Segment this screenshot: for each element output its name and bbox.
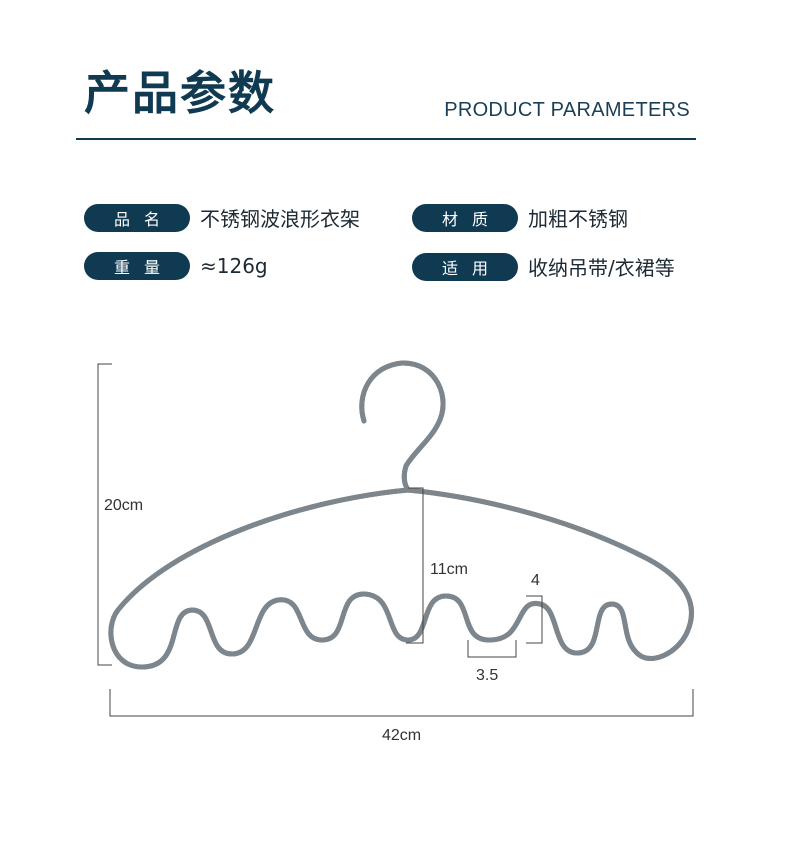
header-divider bbox=[76, 138, 696, 140]
wave-depth-label: 4 bbox=[531, 572, 540, 589]
page-title: 产品参数 bbox=[84, 66, 276, 120]
param-label-pill: 品名 bbox=[84, 203, 190, 232]
wave-depth-bracket bbox=[526, 595, 543, 644]
dimension-lines bbox=[97, 363, 694, 717]
hook-drop-label: 11cm bbox=[430, 561, 468, 578]
param-label-pill: 材质 bbox=[412, 203, 518, 232]
width-bracket bbox=[109, 689, 694, 717]
param-value: 不锈钢波浪形衣架 bbox=[200, 207, 360, 231]
page-subtitle: PRODUCT PARAMETERS bbox=[444, 99, 690, 121]
param-label-pill: 适用 bbox=[412, 252, 518, 281]
wave-width-bracket bbox=[467, 640, 517, 658]
param-value: 加粗不锈钢 bbox=[528, 207, 628, 231]
hanger-wire bbox=[111, 363, 692, 670]
height-bracket bbox=[97, 363, 112, 666]
param-usage: 适用 收纳吊带/衣裙等 bbox=[412, 252, 675, 281]
width-label: 42cm bbox=[382, 727, 421, 744]
param-name: 品名 不锈钢波浪形衣架 bbox=[84, 203, 360, 232]
height-label: 20cm bbox=[104, 497, 143, 514]
param-material: 材质 加粗不锈钢 bbox=[412, 203, 628, 232]
wave-width-label: 3.5 bbox=[476, 667, 498, 684]
param-label-pill: 重量 bbox=[84, 252, 190, 280]
param-value: 收纳吊带/衣裙等 bbox=[528, 256, 675, 280]
param-weight: 重量 ≈126g bbox=[84, 252, 268, 280]
hook-drop-bracket bbox=[406, 487, 424, 644]
param-value: ≈126g bbox=[200, 254, 268, 278]
